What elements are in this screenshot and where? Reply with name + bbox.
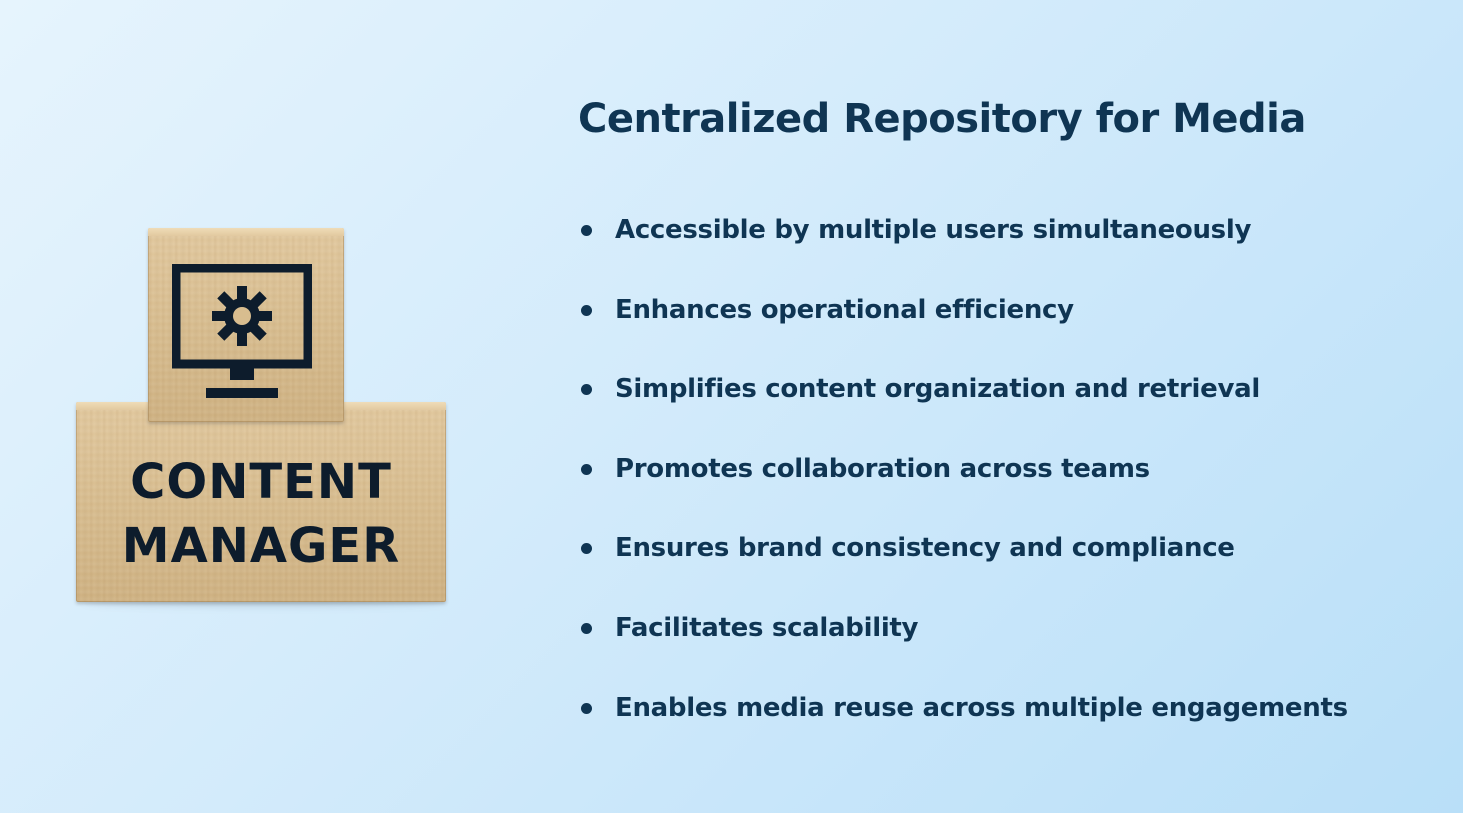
bullet-dot-icon [581, 702, 592, 714]
list-item-text: Enables media reuse across multiple enga… [615, 692, 1348, 723]
top-block-top-edge [148, 228, 344, 236]
list-item: Enables media reuse across multiple enga… [578, 686, 1348, 766]
list-item-text: Ensures brand consistency and compliance [615, 533, 1235, 564]
list-item-text: Simplifies content organization and retr… [615, 374, 1260, 405]
bullet-dot-icon [581, 384, 592, 396]
list-item: Facilitates scalability [578, 606, 1348, 686]
bullet-dot-icon [581, 225, 592, 236]
list-item: Ensures brand consistency and compliance [578, 526, 1348, 606]
page-heading: Centralized Repository for Media [578, 96, 1306, 142]
block-label-line2: MANAGER [121, 518, 401, 574]
list-item-text: Accessible by multiple users simultaneou… [615, 215, 1252, 245]
bullet-dot-icon [581, 304, 592, 316]
list-item: Enhances operational efficiency [578, 288, 1348, 368]
bullet-dot-icon [581, 463, 592, 475]
list-item-text: Promotes collaboration across teams [615, 453, 1150, 484]
list-item: Simplifies content organization and retr… [578, 367, 1348, 447]
list-item-text: Enhances operational efficiency [615, 294, 1074, 325]
bullet-dot-icon [581, 543, 592, 555]
list-item: Accessible by multiple users simultaneou… [578, 208, 1348, 288]
bottom-wooden-block [76, 402, 446, 602]
bullet-dot-icon [581, 622, 592, 634]
list-item: Promotes collaboration across teams [578, 447, 1348, 527]
list-item-text: Facilitates scalability [615, 612, 919, 643]
content-manager-illustration: CONTENT MANAGER [76, 226, 448, 606]
block-label-line1: CONTENT [130, 454, 392, 510]
monitor-gear-icon [172, 264, 312, 398]
benefits-list: Accessible by multiple users simultaneou… [578, 208, 1348, 765]
